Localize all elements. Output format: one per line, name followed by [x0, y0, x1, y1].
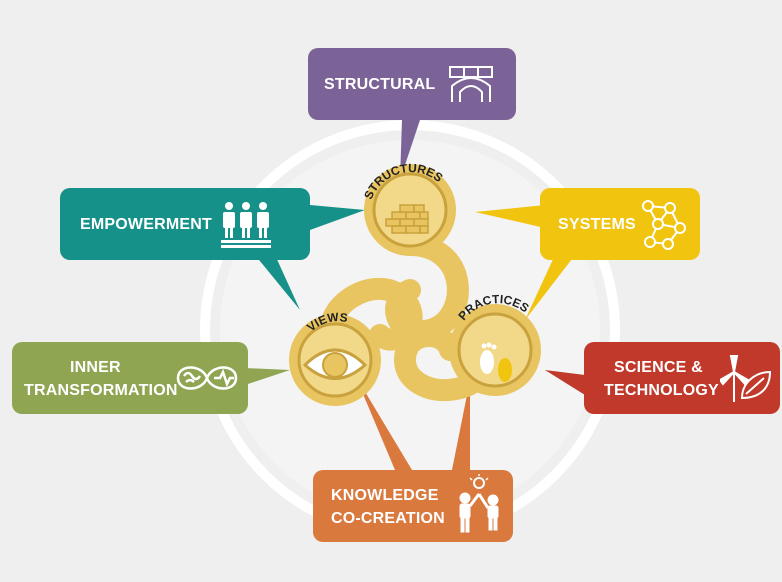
systems-connector: [475, 205, 545, 228]
empowerment-box: EMPOWERMENT: [60, 188, 310, 260]
science-connector: [545, 370, 585, 395]
knowledge-label-line1: KNOWLEDGE: [331, 487, 439, 504]
science-label-line2: TECHNOLOGY: [604, 382, 719, 399]
inner-connector: [245, 368, 290, 385]
empowerment-connector: [310, 205, 365, 230]
inner-label-line2: TRANSFORMATION: [24, 382, 178, 399]
turbine-leaf-icon: [720, 355, 772, 402]
knowledge-cocreation-box: KNOWLEDGE CO-CREATION: [313, 470, 513, 542]
systems-label: SYSTEMS: [558, 216, 636, 233]
bridge-icon: [449, 66, 493, 102]
brick-wall-icon: [385, 204, 429, 234]
footprint-icon: [480, 342, 512, 382]
structural-box: STRUCTURAL: [308, 48, 516, 120]
eye-icon: [302, 348, 368, 380]
network-icon: [642, 200, 686, 250]
knowledge-label-line2: CO-CREATION: [331, 510, 445, 527]
brain-heart-icon: [176, 366, 238, 390]
practices-node-inner: [457, 312, 533, 388]
people-icon: [221, 202, 271, 248]
science-label-line1: SCIENCE &: [614, 359, 703, 376]
idea-people-icon: [459, 474, 499, 533]
systems-connector-2: [525, 255, 575, 320]
structural-label: STRUCTURAL: [324, 76, 436, 93]
systems-box: SYSTEMS: [540, 188, 700, 260]
inner-label-line1: INNER: [70, 359, 121, 376]
science-technology-box: SCIENCE & TECHNOLOGY: [584, 342, 780, 414]
knowledge-connector-2: [452, 380, 470, 470]
empowerment-label: EMPOWERMENT: [80, 216, 212, 233]
inner-transformation-box: INNER TRANSFORMATION: [12, 342, 248, 414]
empowerment-connector-2: [255, 255, 300, 310]
knowledge-connector: [355, 375, 412, 470]
